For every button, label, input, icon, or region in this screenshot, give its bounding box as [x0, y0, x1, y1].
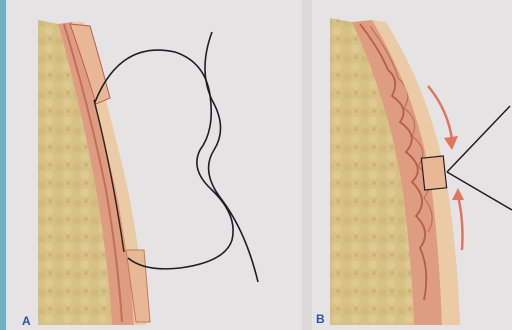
- panel-label-b: B: [316, 312, 325, 326]
- left-frame-edge: [0, 0, 6, 330]
- panel-divider: [302, 0, 312, 330]
- suture-knot-b: [421, 156, 446, 190]
- panel-label-a: A: [22, 314, 31, 328]
